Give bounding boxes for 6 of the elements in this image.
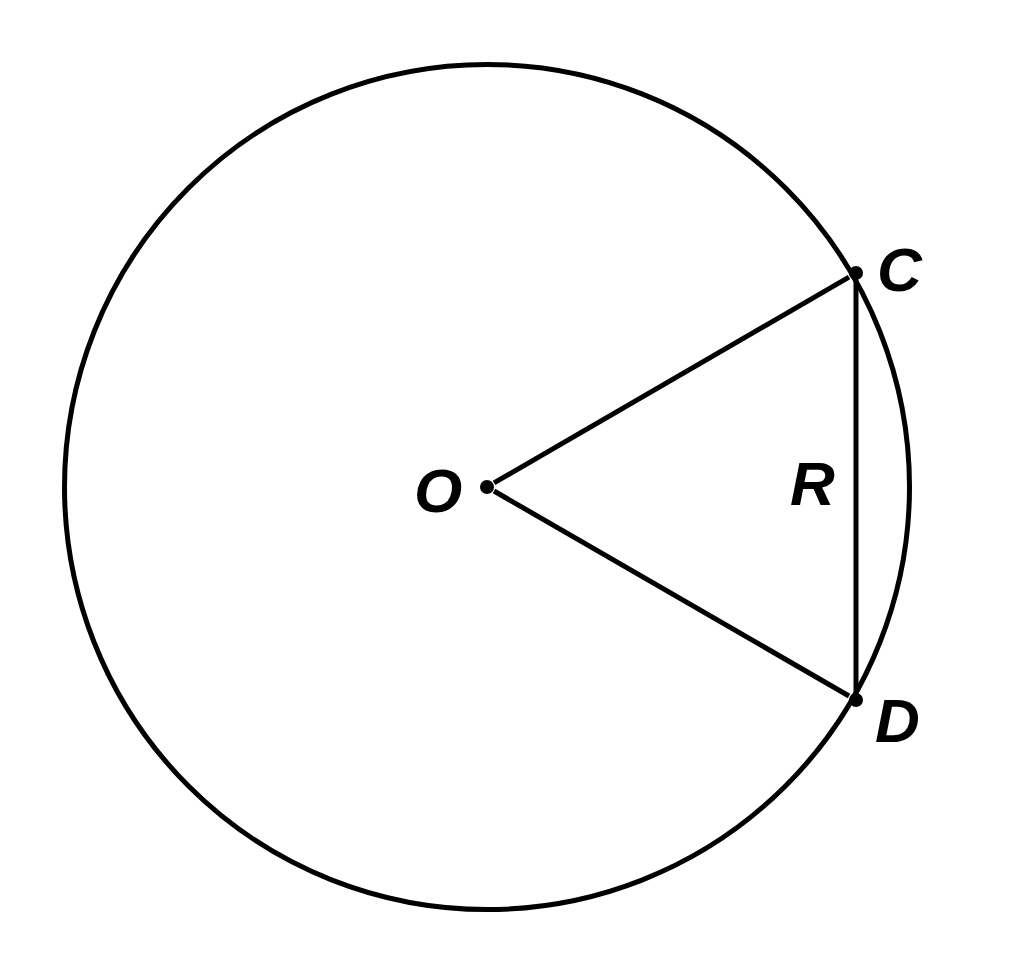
line-segment [492,488,851,699]
point-label: D [875,690,920,752]
point-label: C [877,239,922,301]
edge-label: R [790,452,835,515]
point-label: O [414,460,463,522]
line-segment [492,274,851,486]
